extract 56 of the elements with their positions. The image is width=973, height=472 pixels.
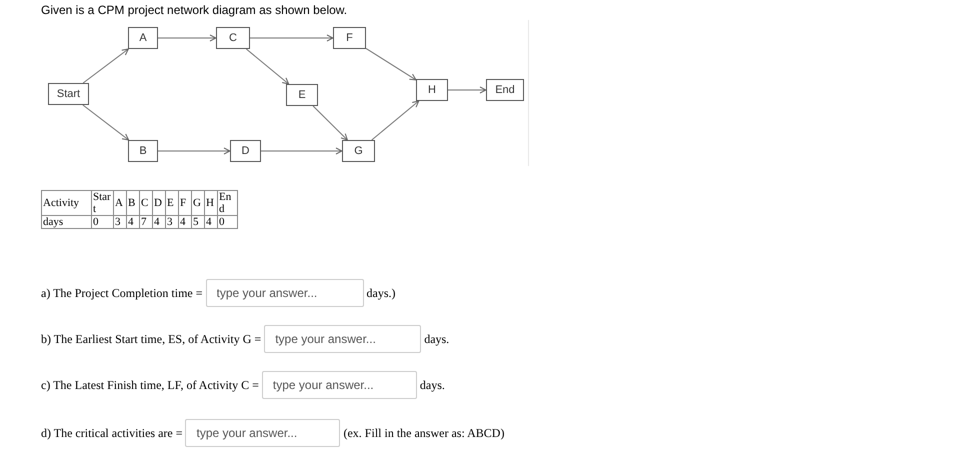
table-cell: days [42,216,92,228]
answer-field: type your answer... [264,325,422,353]
question-text: a) The Project Completion time = [41,285,203,302]
arrow [312,106,348,140]
arrow [246,48,290,84]
activity-box: C [216,27,250,49]
table-cell: D [152,190,166,216]
question-text: b) The Earliest Start time, ES, of Activity G = [41,331,262,348]
table-cell: 4 [204,216,218,228]
table-cell: 0 [218,216,238,228]
table-cell: Start [92,190,114,216]
table-cell: A [114,190,126,216]
answer-field: type your answer... [206,279,364,307]
table-cell: E [166,190,178,216]
activity-box: A [128,27,158,49]
unit-text: (ex. Fill in the answer as: ABCD) [343,425,504,442]
activity-box: F [333,27,366,49]
arrow [158,148,230,154]
table-cell: 7 [140,216,152,228]
arrow [260,148,342,154]
answer-field: type your answer... [185,419,340,447]
activity-box: H [416,79,448,101]
answer-field: type your answer... [262,371,417,399]
title: Given is a CPM project network diagram as shown below. [41,2,348,19]
question-text: c) The Latest Finish time, LF, of Activity C = [41,377,259,394]
unit-text: days. [420,377,445,394]
arrow [448,86,486,94]
arrow [371,100,420,140]
activity-box: End [486,79,524,101]
arrow [366,48,416,80]
activity-box: Start [48,83,89,105]
table-cell: 3 [166,216,178,228]
table-cell: 4 [178,216,192,228]
question-text: d) The critical activities are = [41,425,182,442]
table-cell: B [126,190,140,216]
arrow [82,48,129,84]
table-cell: End [218,190,238,216]
table-cell: Activity [42,190,92,216]
arrow [250,34,334,42]
table-cell: 4 [126,216,140,228]
table-cell: C [140,190,152,216]
table-cell: 3 [114,216,126,228]
unit-text: days.) [366,285,396,302]
table-cell: 0 [92,216,114,228]
table-cell: 4 [152,216,166,228]
unit-text: days. [424,331,450,348]
table-cell: G [192,190,204,216]
activity-box: G [342,140,375,162]
arrow [82,104,130,140]
activity-box: D [230,140,261,162]
table-cell: H [204,190,218,216]
activity-box: B [128,140,158,162]
table-cell: F [178,190,192,216]
table-cell: 5 [192,216,204,228]
activity-box: E [286,84,318,106]
arrow [158,34,216,42]
